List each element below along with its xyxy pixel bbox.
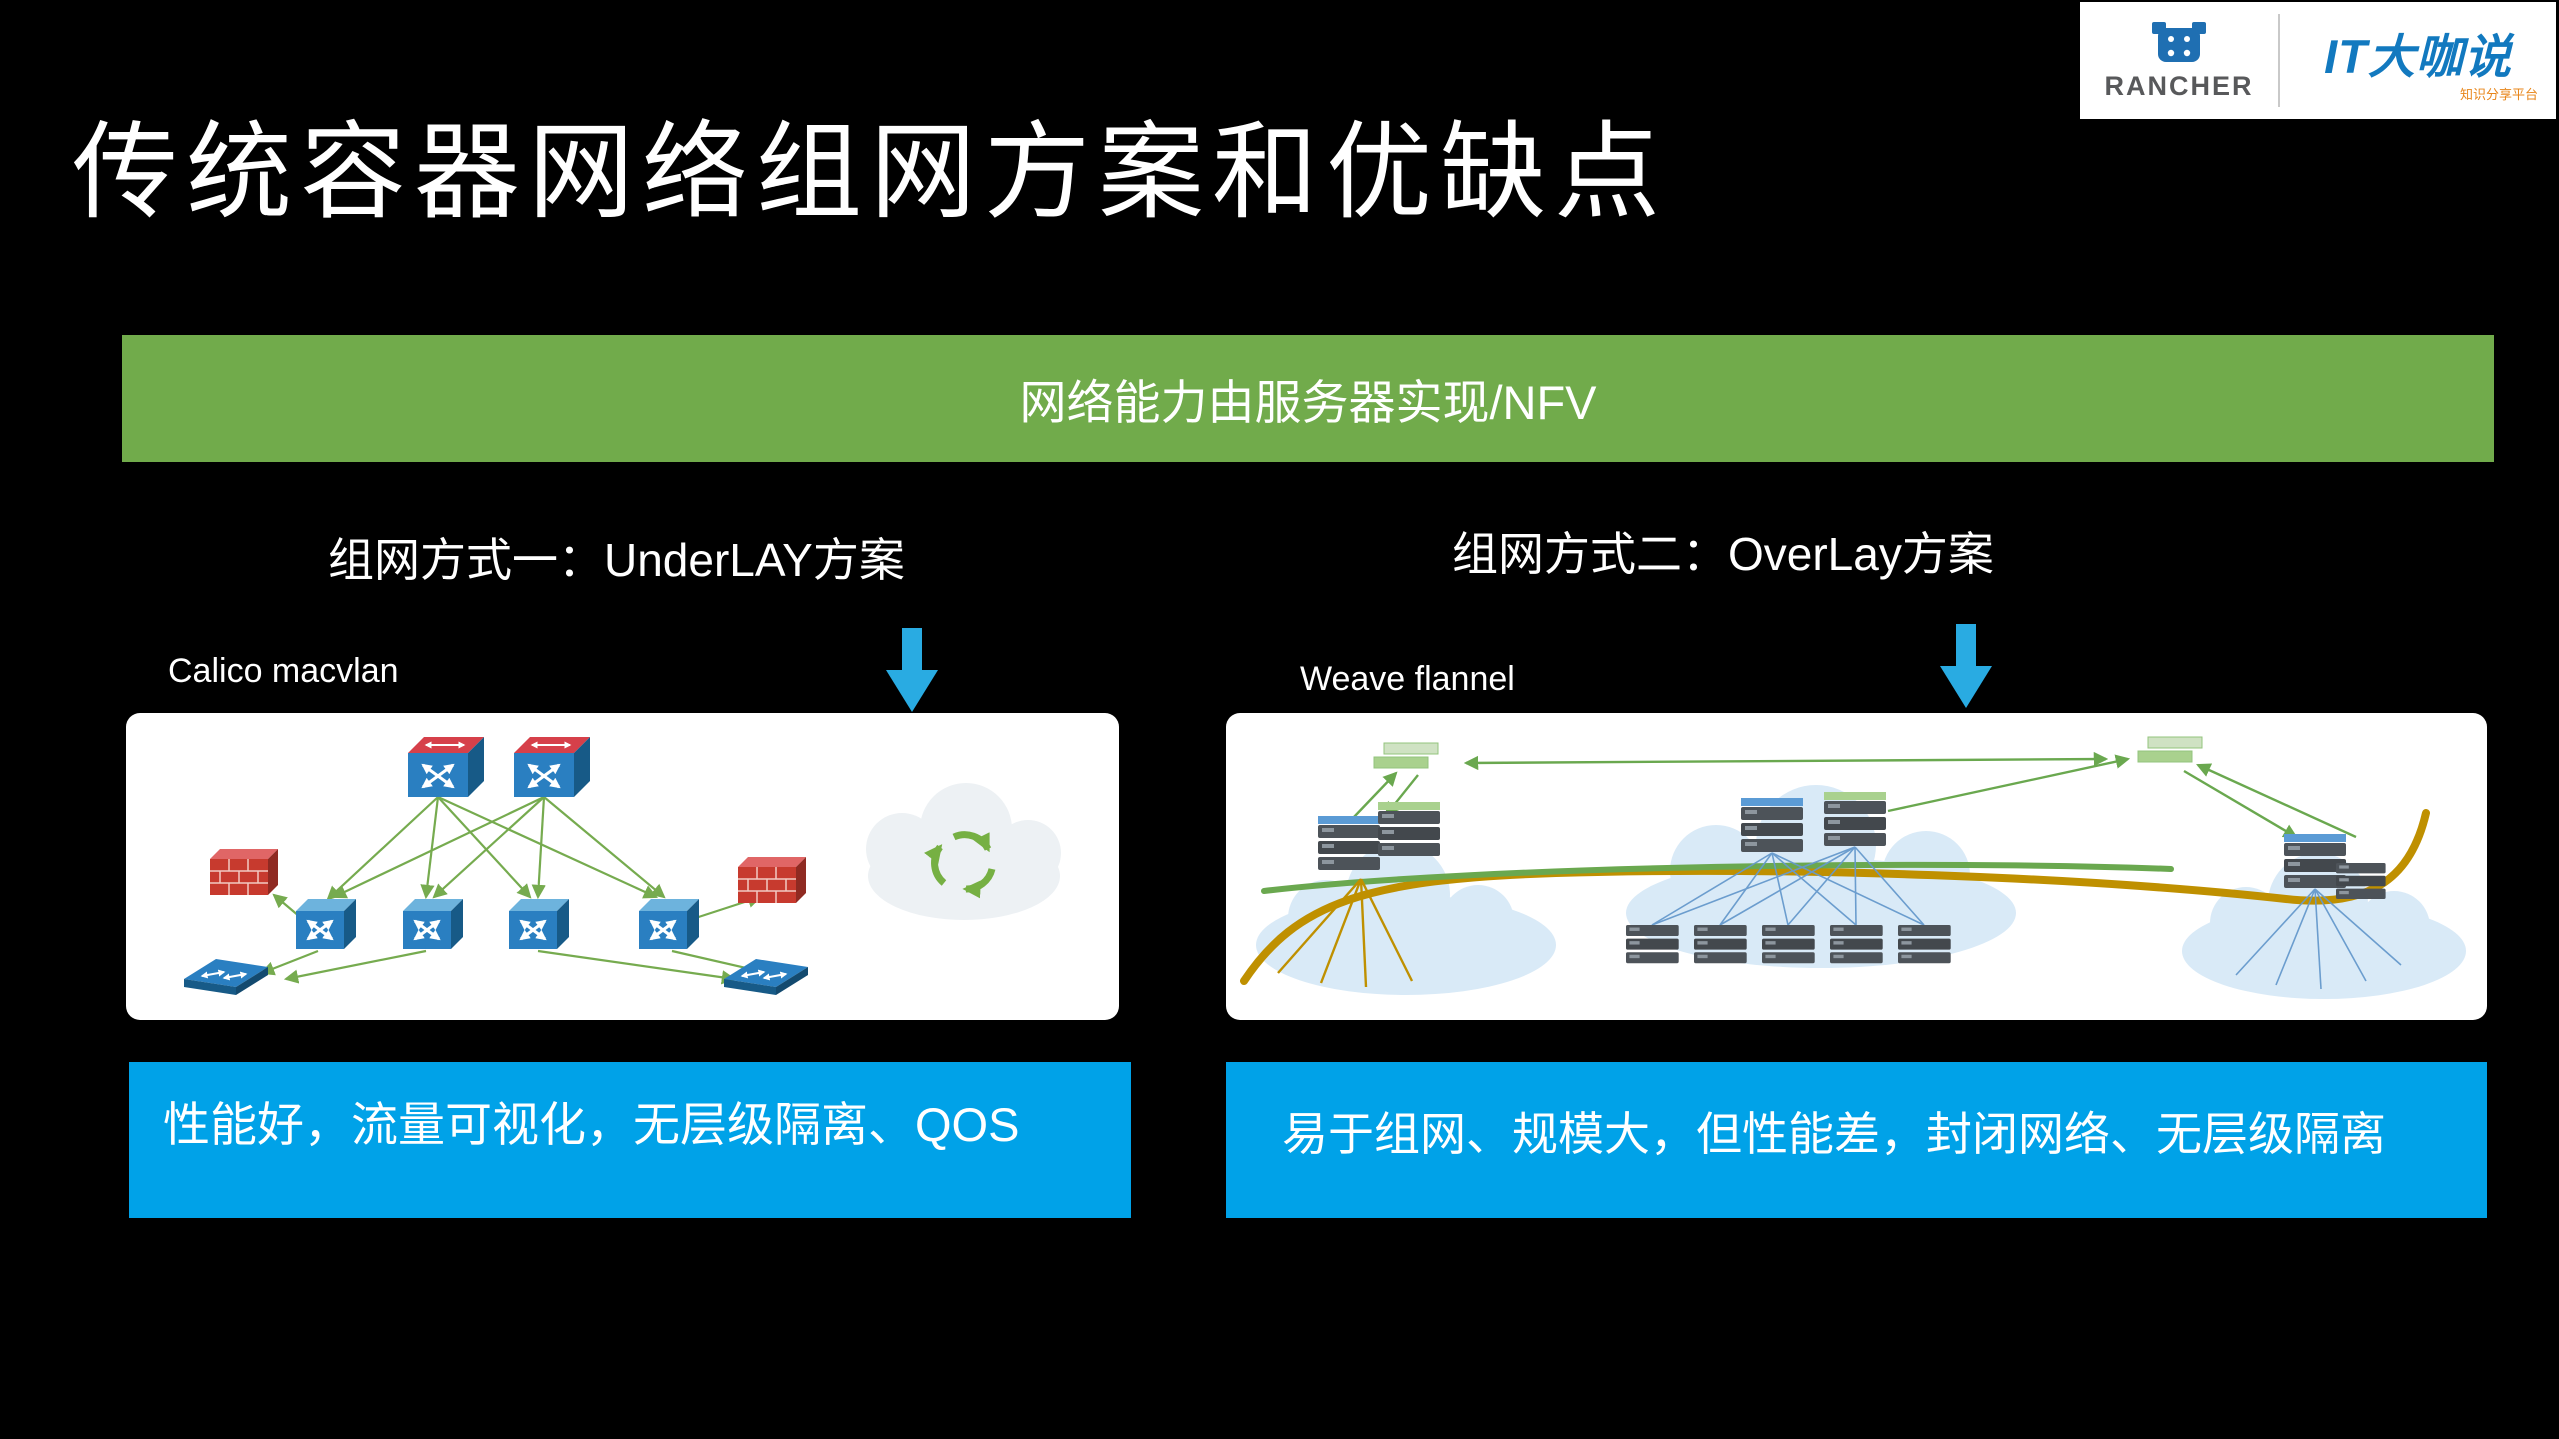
- it-talk-logo-text: IT大咖说: [2324, 30, 2512, 83]
- flat-switch-icon: [184, 959, 268, 995]
- router-icon: [639, 899, 699, 949]
- router-icon: [296, 899, 356, 949]
- rancher-logo: RANCHER: [2080, 2, 2278, 119]
- underlay-label: Calico macvlan: [168, 652, 399, 690]
- left-cloud-fan: [1277, 878, 1414, 988]
- underlay-heading: 组网方式一：UnderLAY方案: [328, 534, 905, 586]
- logo-divider: [2278, 14, 2280, 107]
- overlay-diagram-panel: [1226, 713, 2487, 1020]
- rancher-logo-text: RANCHER: [2104, 70, 2254, 101]
- rancher-bull-icon: [2152, 21, 2206, 62]
- server-stack-icon: [2284, 834, 2346, 888]
- router-icon: [403, 899, 463, 949]
- nfv-banner-text: 网络能力由服务器实现/NFV: [1019, 376, 1597, 429]
- down-arrow-right-icon: [1940, 624, 1992, 708]
- green-server-stack-icon: [2137, 736, 2203, 763]
- server-stack-icon: [1830, 925, 1883, 964]
- underlay-summary-banner: 性能好，流量可视化，无层级隔离、QOS: [129, 1062, 1131, 1218]
- logo-strip: RANCHER IT大咖说 知识分享平台: [2080, 2, 2556, 119]
- underlay-links: [260, 796, 771, 985]
- router-icon: [509, 899, 569, 949]
- server-stack-icon: [1626, 925, 1679, 964]
- switch-icon: [514, 737, 590, 797]
- server-stack-icon: [1741, 798, 1803, 852]
- cloud-recycle-icon: [866, 783, 1061, 920]
- overlay-heading: 组网方式二：OverLay方案: [1452, 528, 1994, 580]
- overlay-network-diagram: [1240, 736, 2466, 999]
- it-talk-logo: IT大咖说 知识分享平台: [2280, 2, 2556, 119]
- switch-icon: [408, 737, 484, 797]
- nfv-banner: 网络能力由服务器实现/NFV: [122, 335, 2494, 462]
- green-server-stack-icon: [1373, 742, 1439, 769]
- overlay-arrows: [1353, 751, 2357, 839]
- overlay-summary-banner: 易于组网、规模大，但性能差，封闭网络、无层级隔离: [1226, 1062, 2487, 1218]
- server-stack-icon: [2336, 863, 2386, 899]
- server-stack-icon: [1898, 925, 1951, 964]
- overlay-label: Weave flannel: [1300, 660, 1515, 698]
- down-arrow-left-icon: [886, 628, 938, 712]
- server-stack-icon: [1318, 816, 1380, 870]
- firewall-icon: [737, 856, 807, 904]
- server-stack-icon: [1824, 792, 1886, 846]
- underlay-network-diagram: [126, 713, 1061, 1020]
- underlay-summary-text: 性能好，流量可视化，无层级隔离、QOS: [163, 1098, 1020, 1151]
- flat-switch-icon: [724, 959, 808, 995]
- firewall-icon: [209, 848, 279, 896]
- green-flow-line: [1261, 861, 2174, 894]
- overlay-summary-text: 易于组网、规模大，但性能差，封闭网络、无层级隔离: [1282, 1108, 2386, 1160]
- page-title: 传统容器网络组网方案和优缺点: [72, 114, 1668, 232]
- it-talk-logo-subtext: 知识分享平台: [2459, 87, 2538, 102]
- server-stack-icon: [1694, 925, 1747, 964]
- server-stack-icon: [1762, 925, 1815, 964]
- server-stack-icon: [1378, 802, 1440, 856]
- mesh-links: [1651, 846, 2402, 990]
- underlay-diagram-panel: [126, 713, 1119, 1020]
